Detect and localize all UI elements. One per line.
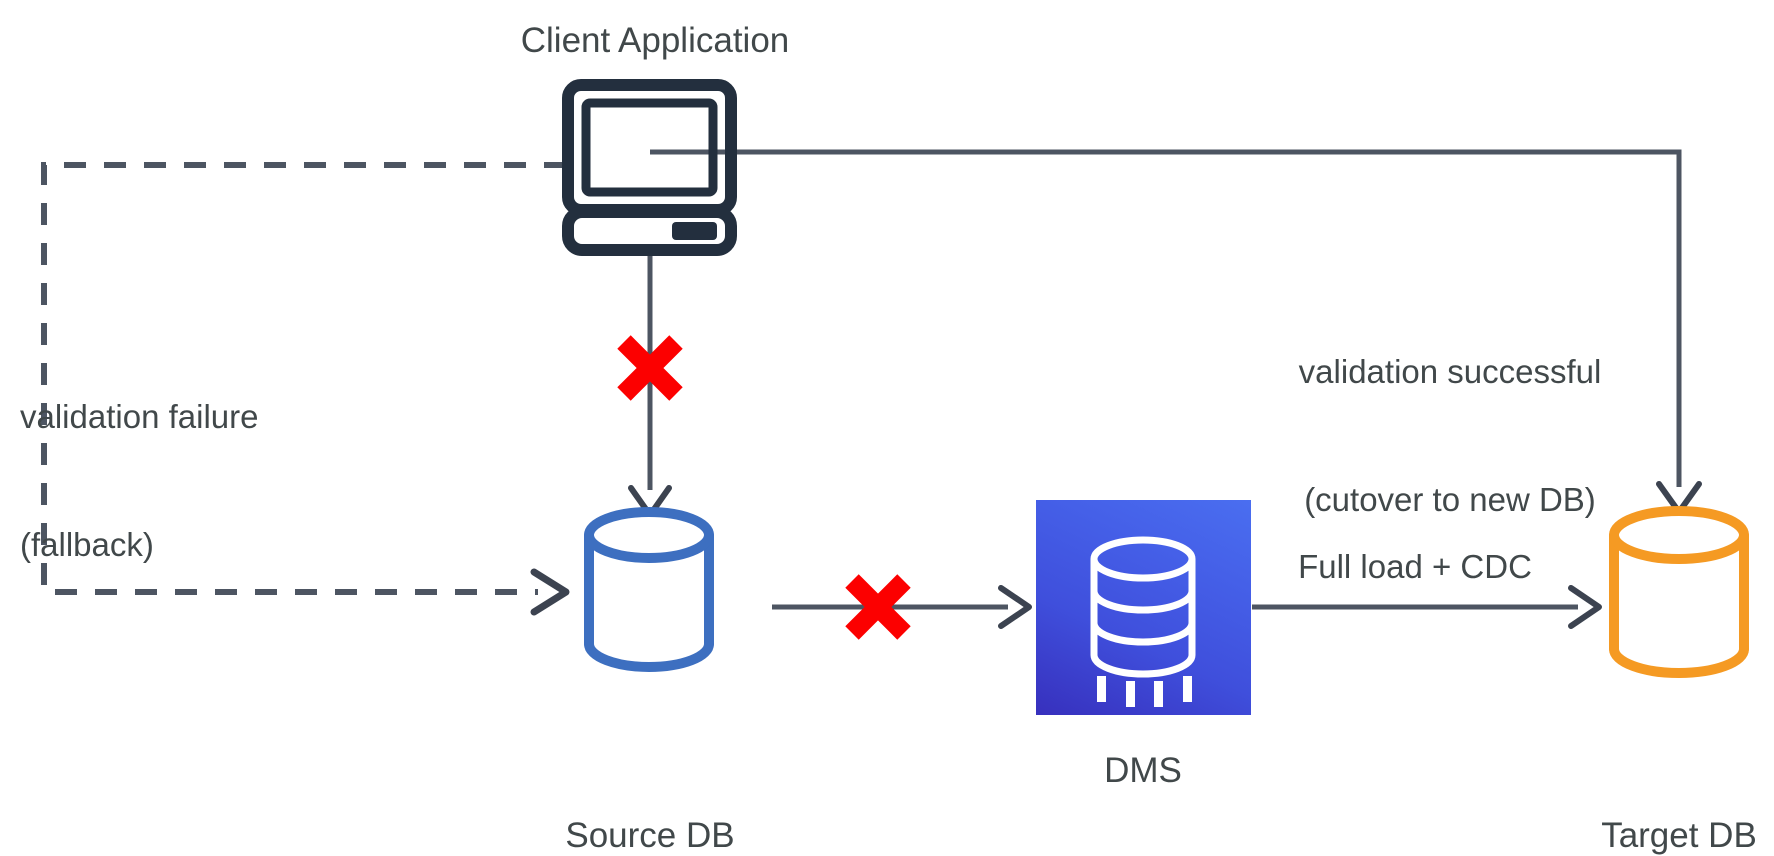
dms-label: DMS — [1104, 751, 1182, 790]
validation-failure-line1: validation failure — [20, 397, 259, 435]
client-application-title: Client Application — [520, 21, 790, 60]
dms-database-glyph — [1090, 536, 1196, 707]
source-db-label-line1: Source DB — [565, 816, 735, 855]
red-x-icon-source-dms — [845, 574, 911, 640]
validation-failure-label: validation failure (fallback) — [20, 310, 440, 653]
aws-dms-icon[interactable] — [1036, 500, 1251, 715]
edge-client-to-source — [628, 248, 672, 518]
source-db-label: Source DB (Oracle on-premises) — [450, 722, 850, 856]
edge-source-to-dms — [772, 585, 1032, 629]
source-db-cylinder-icon — [584, 507, 714, 672]
validation-successful-line1: validation successful — [1298, 352, 1602, 390]
desktop-computer-icon — [562, 79, 737, 256]
validation-successful-label: validation successful (cutover to new DB… — [1230, 265, 1670, 608]
full-load-cdc-label: Full load + CDC — [1298, 548, 1532, 585]
validation-failure-line2: (fallback) — [20, 526, 154, 564]
target-db-label-line1: Target DB — [1601, 816, 1757, 855]
red-x-icon-client-source — [617, 335, 683, 401]
validation-successful-line2: (cutover to new DB) — [1304, 481, 1596, 519]
target-db-label: Target DB (Aurora) — [1569, 722, 1774, 856]
